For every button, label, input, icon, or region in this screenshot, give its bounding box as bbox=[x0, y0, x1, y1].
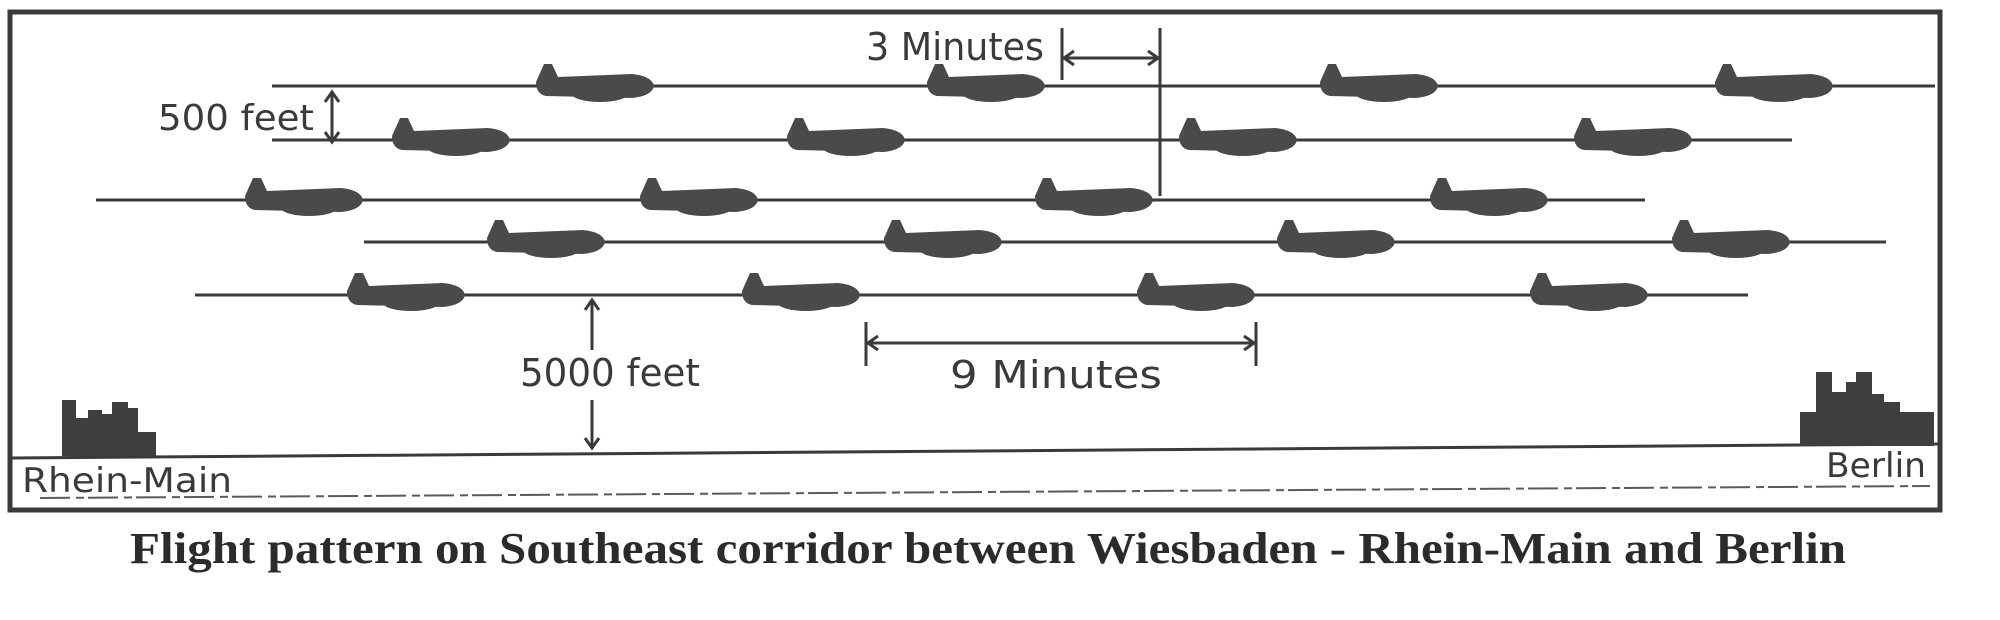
aircraft-icon bbox=[1574, 118, 1692, 156]
level-interval-label: 9 Minutes bbox=[950, 353, 1162, 397]
aircraft-icon bbox=[1277, 220, 1395, 258]
aircraft-icon bbox=[640, 178, 758, 216]
aircraft-icon bbox=[1137, 273, 1255, 311]
aircraft-icon bbox=[487, 220, 605, 258]
aircraft-icon bbox=[1715, 64, 1833, 102]
aircraft-icon bbox=[1672, 220, 1790, 258]
aircraft-icon bbox=[1320, 64, 1438, 102]
aircraft-icon bbox=[1035, 178, 1153, 216]
aircraft-icon bbox=[1430, 178, 1548, 216]
aircraft-icon bbox=[536, 64, 654, 102]
altitude-step-label: 500 feet bbox=[158, 98, 314, 139]
base-altitude-arrow bbox=[583, 297, 601, 451]
level-interval-arrow bbox=[864, 322, 1258, 366]
aircraft-icon bbox=[742, 273, 860, 311]
left-city-label: Rhein-Main bbox=[22, 461, 232, 501]
aircraft-icon bbox=[787, 118, 905, 156]
time-step-arrow bbox=[1060, 28, 1161, 80]
flight-level-2 bbox=[272, 118, 1792, 156]
city-skyline-icon bbox=[62, 400, 156, 456]
flight-level-5 bbox=[195, 273, 1748, 311]
flight-level-3 bbox=[96, 178, 1645, 216]
base-altitude-label: 5000 feet bbox=[520, 351, 700, 395]
ground-line bbox=[11, 442, 1939, 460]
altitude-step-arrow bbox=[323, 89, 341, 145]
diagram-frame bbox=[7, 9, 1943, 513]
ground-line-lower bbox=[39, 485, 1931, 499]
flight-level-4 bbox=[364, 220, 1886, 258]
diagram-caption: Flight pattern on Southeast corridor bet… bbox=[130, 524, 1846, 573]
aircraft-icon bbox=[392, 118, 510, 156]
aircraft-icon bbox=[1179, 118, 1297, 156]
city-skyline-icon bbox=[1800, 372, 1934, 446]
flight-level-1 bbox=[272, 64, 1935, 102]
flight-levels bbox=[96, 64, 1935, 311]
time-step-label: 3 Minutes bbox=[866, 25, 1044, 69]
aircraft-icon bbox=[1530, 273, 1648, 311]
aircraft-icon bbox=[347, 273, 465, 311]
aircraft-icon bbox=[245, 178, 363, 216]
aircraft-icon bbox=[927, 64, 1045, 102]
aircraft-icon bbox=[884, 220, 1002, 258]
right-city-label: Berlin bbox=[1826, 446, 1926, 486]
